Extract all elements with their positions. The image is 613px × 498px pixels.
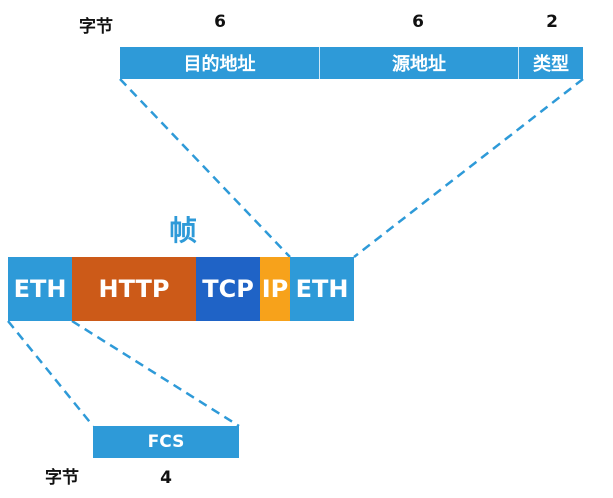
field-type: 类型 [518,47,583,79]
field-fcs: FCS [93,426,239,458]
segment-ip: IP [260,257,290,321]
frame-row: ETH HTTP TCP IP ETH [8,257,354,321]
field-source-address: 源地址 [319,47,518,79]
ethernet-header-bar: 目的地址 源地址 类型 [120,47,583,79]
bottom-byte-count-fcs: 4 [160,468,172,488]
segment-eth-trailer: ETH [8,257,72,321]
top-byte-count-src: 6 [412,12,424,32]
segment-http: HTTP [72,257,196,321]
top-byte-count-dest: 6 [214,12,226,32]
connector-bottom-right [71,319,240,428]
bottom-bytes-label: 字节 [45,468,79,488]
field-destination-address: 目的地址 [183,54,256,75]
connector-bottom-left [7,320,94,427]
connector-top-right [353,78,584,258]
segment-eth-header: ETH [290,257,354,321]
frame-title: 帧 [168,214,197,247]
segment-tcp: TCP [196,257,260,321]
top-byte-count-type: 2 [546,12,558,32]
top-bytes-label: 字节 [79,17,113,37]
